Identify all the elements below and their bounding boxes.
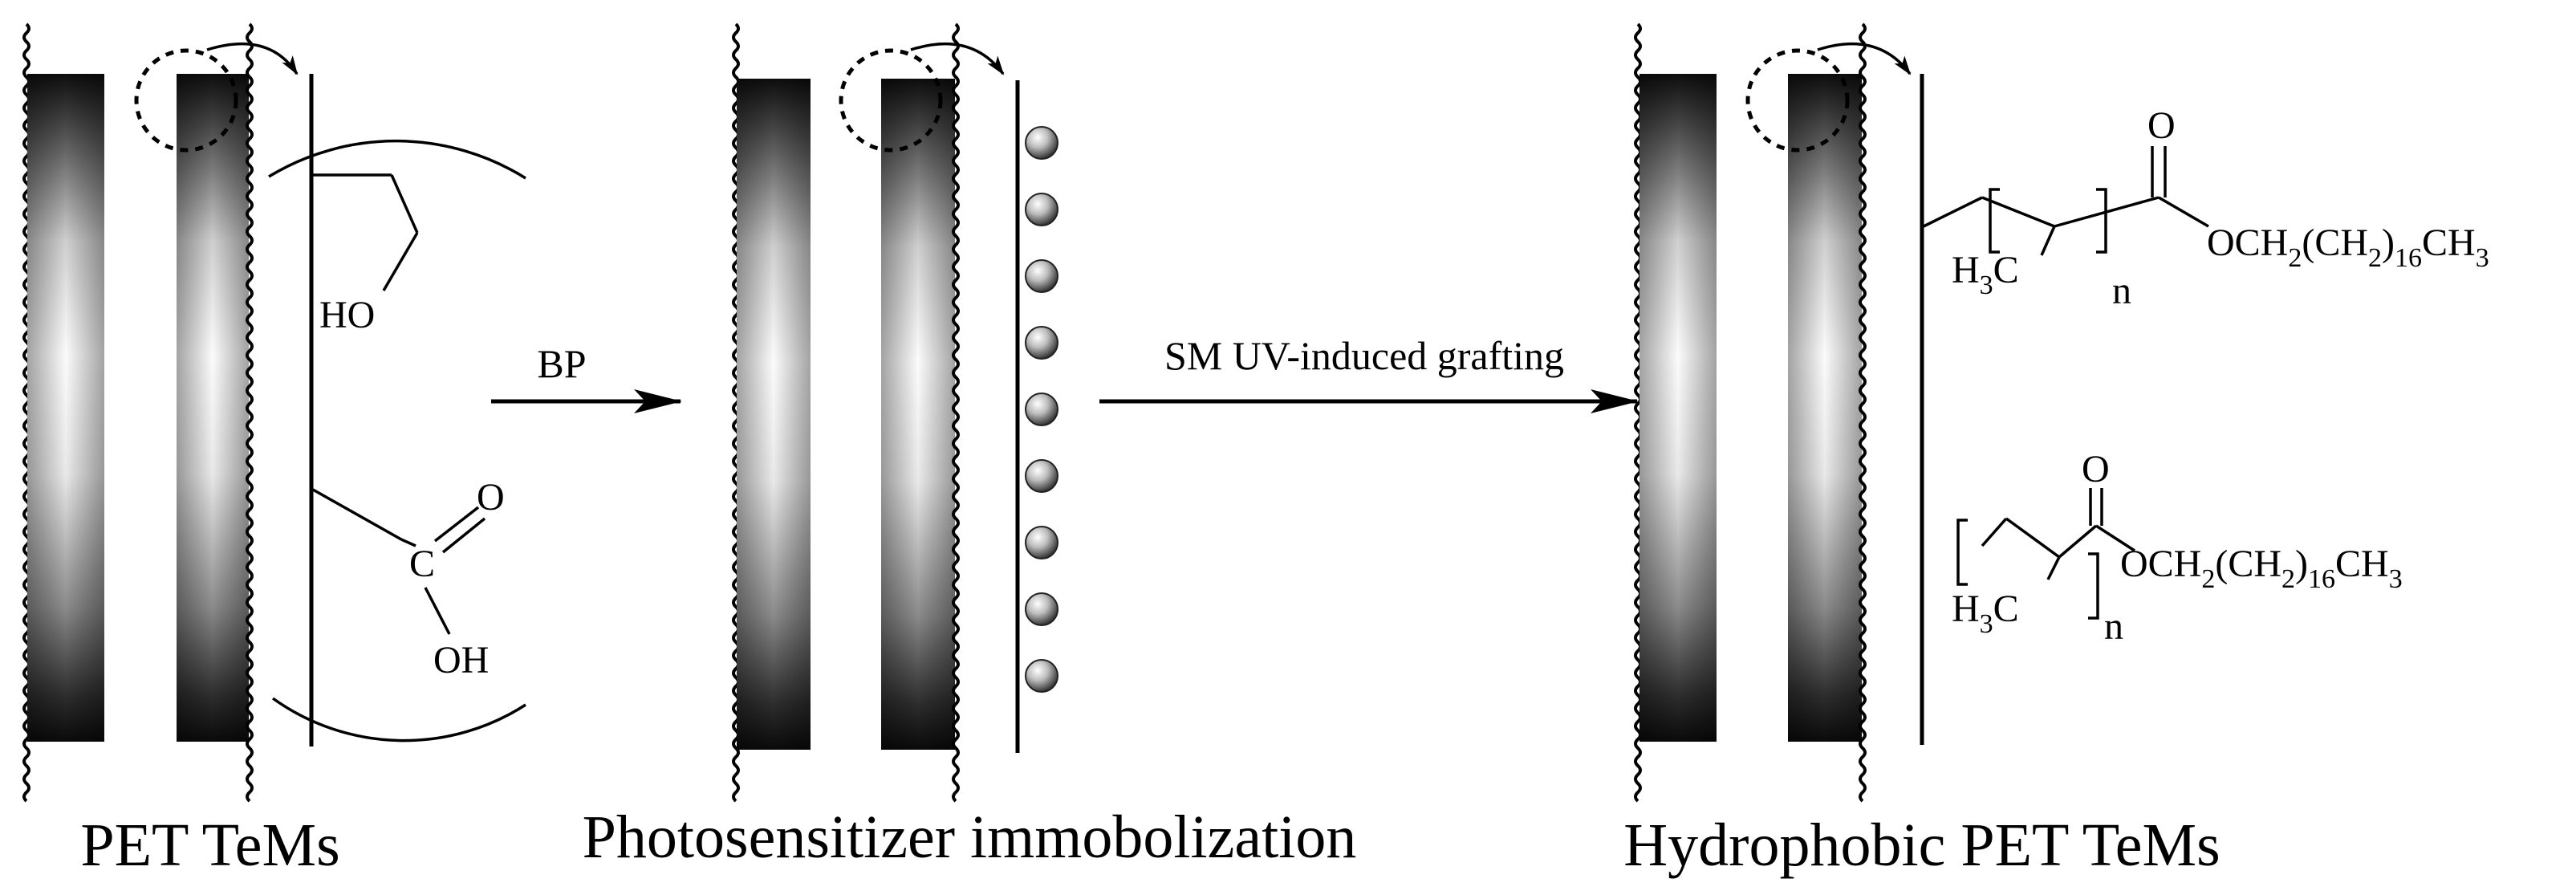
- membrane-surface-wave: [952, 22, 960, 803]
- bracket-open: [1989, 188, 2000, 254]
- double-bond: [441, 517, 486, 554]
- membrane-surface-wave: [246, 22, 254, 803]
- membrane-surface-wave: [1859, 22, 1867, 803]
- zoom-arrow: [206, 42, 299, 75]
- bond: [1923, 196, 1983, 228]
- photosensitizer-sphere: [1025, 259, 1058, 293]
- bond: [1981, 517, 2008, 547]
- carbonyl-oxygen: O: [477, 476, 505, 519]
- magnify-arc-bottom: [271, 697, 526, 742]
- carboxyl-carbon: C: [409, 543, 435, 585]
- zoom-arrow: [1817, 42, 1912, 75]
- membrane-fiber-shade: [737, 79, 811, 750]
- bond: [1981, 196, 2055, 228]
- membrane-fiber-shade: [1788, 74, 1862, 742]
- acid-hydroxyl: OH: [433, 639, 489, 681]
- bond: [2095, 524, 2135, 552]
- caption-photosensitizer: Photosensitizer immobolization: [583, 803, 1357, 871]
- bond: [2005, 517, 2061, 559]
- membrane-fiber-shade: [27, 74, 104, 742]
- bond: [312, 488, 402, 541]
- photosensitizer-sphere: [1025, 659, 1058, 693]
- hydroxyl-label: HO: [319, 294, 375, 336]
- photosensitizer-sphere: [1025, 326, 1058, 360]
- panel-photosensitizer: Photosensitizer immobolization: [583, 22, 1357, 871]
- arrow-grafting: SM UV-induced grafting: [1099, 333, 1639, 413]
- bond: [2158, 196, 2209, 228]
- grafted-chain-upper: O OCH2(CH2)16CH3 H3C n: [1923, 104, 2489, 312]
- bond: [2058, 524, 2098, 559]
- membrane-fiber-shade: [1639, 74, 1717, 742]
- photosensitizer-sphere: [1025, 393, 1058, 426]
- bracket-open: [1956, 519, 1968, 586]
- grafted-chain-lower: O OCH2(CH2)16CH3 H3C n: [1952, 448, 2403, 648]
- repeat-n: n: [2112, 270, 2131, 312]
- bond: [2040, 226, 2056, 256]
- bond: [390, 174, 419, 234]
- arrow-label-bp: BP: [537, 341, 586, 386]
- methyl-group: H3C: [1952, 249, 2019, 300]
- carbonyl-oxygen: O: [2082, 448, 2110, 490]
- panel-pet-tems: HO O C OH PET TeMs: [22, 22, 526, 879]
- zoom-circle: [134, 48, 238, 153]
- photosensitizer-sphere: [1025, 459, 1058, 493]
- repeat-n: n: [2104, 605, 2123, 648]
- bracket-close: [2088, 552, 2099, 620]
- ester-chain: OCH2(CH2)16CH3: [2120, 543, 2403, 594]
- ester-chain: OCH2(CH2)16CH3: [2207, 222, 2489, 273]
- bracket-close: [2096, 188, 2107, 254]
- zoom-arrow: [910, 42, 1005, 75]
- membrane-fiber-shade: [881, 79, 955, 750]
- photosensitizer-sphere: [1025, 193, 1058, 226]
- double-bond: [433, 506, 480, 543]
- panel-hydrophobic: O OCH2(CH2)16CH3 H3C n O OCH2(CH2)16CH3 …: [1623, 22, 2489, 879]
- zoom-circle: [839, 48, 943, 153]
- bond: [400, 538, 416, 547]
- methyl-group: H3C: [1952, 588, 2019, 639]
- photosensitizer-sphere: [1025, 526, 1058, 559]
- arrow-label-grafting: SM UV-induced grafting: [1164, 333, 1564, 378]
- membrane-fiber-shade: [177, 74, 249, 742]
- bond: [382, 232, 419, 291]
- caption-pet-tems: PET TeMs: [80, 812, 339, 879]
- arrow-bp: BP: [491, 341, 682, 413]
- bond: [424, 587, 451, 635]
- photosensitizer-spheres: [1025, 126, 1058, 693]
- carbonyl-oxygen: O: [2147, 104, 2176, 147]
- zoom-circle: [1745, 48, 1850, 153]
- bond: [2046, 556, 2061, 580]
- magnify-arc-top: [268, 139, 526, 180]
- photosensitizer-sphere: [1025, 592, 1058, 626]
- caption-hydrophobic: Hydrophobic PET TeMs: [1623, 812, 2220, 879]
- photosensitizer-sphere: [1025, 126, 1058, 160]
